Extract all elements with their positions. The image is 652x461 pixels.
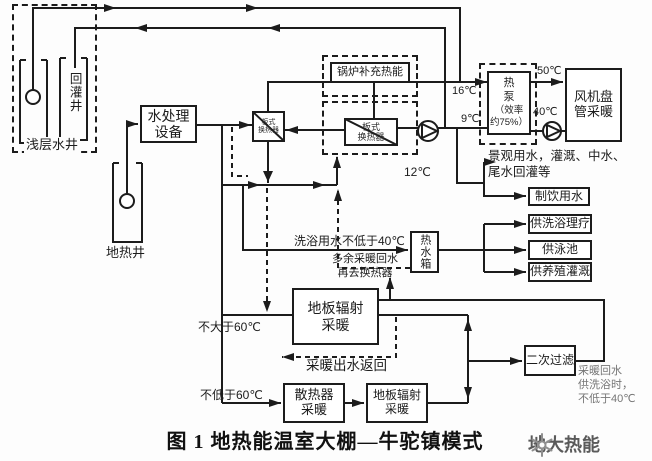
shallow-wells-group-outline	[12, 4, 97, 153]
geothermal-well-label: 地热井	[106, 245, 146, 260]
floor-heating-main-box: 地板辐射 采暖	[292, 288, 379, 345]
heating-return-dashed-line	[282, 317, 397, 358]
drinking-water-box: 制饮用水	[528, 187, 590, 206]
temp-40c-label: 40℃	[533, 106, 558, 118]
hx1-label: 板式 换热器	[258, 118, 279, 134]
circulation-pump-2-icon	[542, 121, 563, 141]
bath-therapy-box: 供洗浴理疗	[528, 214, 592, 234]
circulation-pump-1-icon	[417, 120, 440, 142]
pool-box: 供泳池	[528, 240, 592, 260]
plate-heat-exchanger-2-icon	[344, 118, 398, 146]
fan-coil-box: 风机盘 管采暖	[565, 68, 622, 142]
water-treatment-label-1: 水处理	[147, 107, 190, 124]
hot-water-tank-box: 热水箱	[410, 231, 439, 273]
figure-caption: 图 1 地热能温室大棚—牛驼镇模式	[166, 431, 484, 453]
temp-16c-label: 16℃	[452, 85, 477, 97]
recharge-well-label: 回灌井	[67, 72, 82, 113]
secondary-filter-box: 二次过滤	[524, 345, 576, 376]
aquaculture-box: 供养殖灌溉	[528, 262, 592, 282]
flow-arrows	[104, 4, 563, 407]
geothermal-well-icon	[112, 162, 143, 243]
shallow-wells-label: 浅层水井	[24, 137, 81, 154]
return-line-to-recharge-well	[74, 27, 446, 128]
brand-logo: 地大热能	[528, 431, 600, 457]
floor-heating-2-box: 地板辐射 采暖	[366, 383, 428, 423]
hx2-label: 板式 换热器	[357, 121, 385, 142]
brand-logo-text: 地大热能	[528, 435, 600, 455]
heat-pump-group-outline	[479, 63, 537, 145]
snowflake-icon	[531, 433, 553, 457]
return-temp-note: 采暖回水 供洗浴时， 不低于40℃	[578, 365, 636, 405]
heat-pump-box: 热 泵 （效率 约75%）	[487, 71, 531, 135]
water-treatment-label-2: 设备	[154, 124, 183, 140]
boiler-box: 锅炉补充热能	[330, 62, 410, 83]
landscape-use-note: 景观用水，灌溉、中水、 尾水回灌等	[488, 149, 626, 179]
temp-50c-label: 50℃	[537, 65, 562, 77]
water-treatment-box: 水处理 设备	[140, 105, 197, 143]
excess-return-dashed-line	[337, 191, 410, 269]
temp-12c-label: 12℃	[404, 165, 431, 179]
radiator-box: 散热器 采暖	[283, 383, 345, 423]
bath-supply-note: 洗浴用水不低于40℃	[294, 234, 405, 248]
hx2-group-outline	[322, 101, 418, 155]
plate-heat-exchanger-1-icon	[252, 111, 285, 142]
heating-return-label: 采暖出水返回	[306, 358, 387, 373]
boiler-group-outline	[322, 55, 418, 97]
temp-9c-label: 9℃	[461, 113, 480, 125]
min-60c-note: 不低于60℃	[200, 388, 263, 402]
excess-return-note: 多余采暖回水 再去换热器	[332, 253, 398, 279]
max-60c-note: 不大于60℃	[198, 320, 261, 334]
bypass-dashed-line	[231, 127, 248, 177]
